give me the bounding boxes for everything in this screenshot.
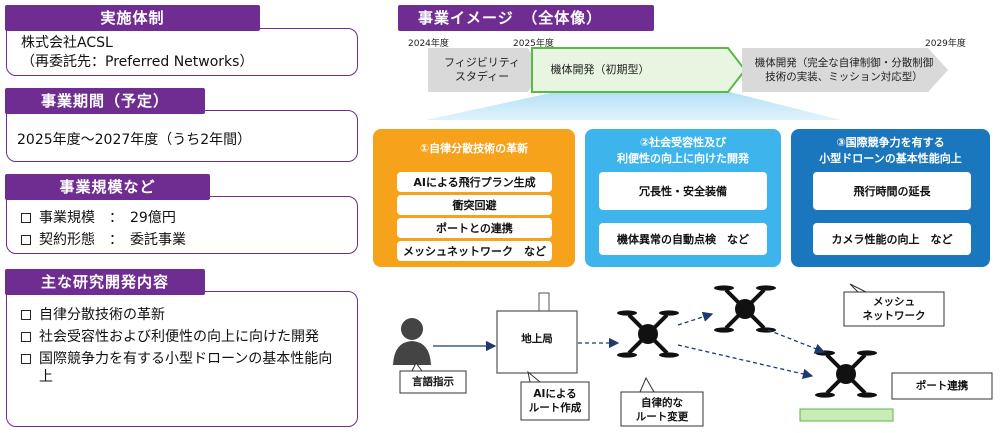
card-item: 飛行時間の延長 — [813, 172, 971, 210]
year-label-2029: 2029年度 — [925, 39, 966, 49]
phase-feasibility-label: フィジビリティ スタディー — [443, 56, 521, 83]
callout-reroute — [620, 376, 704, 427]
phase-initial-label: 機体開発（初期型） — [550, 63, 650, 76]
checkbox-square-icon — [21, 332, 31, 342]
research-title: 主な研究開発内容 — [5, 269, 205, 295]
drone-icon — [813, 348, 879, 400]
checkbox-square-icon — [21, 310, 31, 320]
mesh-network-label: メッシュ ネットワーク — [862, 296, 926, 322]
card-competitive: ③国際競争力を有する 小型ドローンの基本性能向上 飛行時間の延長 カメラ性能の向… — [791, 129, 990, 267]
scale-item: 契約形態 ： 委託事業 — [21, 231, 357, 249]
image-title: 事業イメージ （全体像） — [398, 5, 654, 31]
card-item: AIによる飛行プラン生成 — [397, 172, 552, 192]
card-item: ポートとの連携 — [397, 218, 552, 238]
ground-station-icon — [496, 292, 578, 374]
voice-command-label: 言語指示 — [412, 376, 454, 388]
ai-route-label: AIによる ルート作成 — [528, 388, 582, 414]
highlight-beam — [426, 92, 841, 120]
implementation-company: 株式会社ACSL — [21, 35, 113, 51]
period-title: 事業期間（予定） — [5, 88, 205, 114]
phase-arrow-feasibility — [428, 48, 542, 92]
implementation-title: 実施体制 — [5, 5, 260, 31]
reroute-label: 自律的な ルート変更 — [635, 397, 689, 423]
card-item: 衝突回避 — [397, 195, 552, 215]
research-item: 自律分散技術の革新 — [21, 306, 349, 324]
year-label-2024: 2024年度 — [408, 39, 449, 49]
card-title: ②社会受容性及び 利便性の向上に向けた開発 — [617, 136, 749, 165]
port-platform — [799, 408, 894, 422]
card-autonomous: ①自律分散技術の革新 AIによる飛行プラン生成 衝突回避 ポートとの連携 メッシ… — [373, 129, 575, 267]
scale-box: 事業規模 ： 29億円 契約形態 ： 委託事業 — [6, 196, 358, 254]
person-icon — [393, 318, 431, 365]
checkbox-square-icon — [21, 354, 31, 364]
card-title: ①自律分散技術の革新 — [419, 142, 529, 155]
mesh-link — [677, 344, 814, 380]
card-social: ②社会受容性及び 利便性の向上に向けた開発 冗長性・安全装備 機体異常の自動点検… — [585, 129, 781, 267]
implementation-subcontractor: （再委託先：Preferred Networks） — [21, 54, 254, 70]
card-item: 機体異常の自動点検 など — [599, 223, 767, 255]
implementation-box: 株式会社ACSL （再委託先：Preferred Networks） — [6, 28, 358, 76]
research-box: 自律分散技術の革新 社会受容性および利便性の向上に向けた開発 国際競争力を有する… — [6, 291, 358, 427]
ground-station-label: 地上局 — [521, 333, 553, 345]
scale-item: 事業規模 ： 29億円 — [21, 209, 357, 227]
drone-icon — [615, 308, 681, 360]
phase-arrow-initial — [531, 47, 747, 93]
scale-title: 事業規模など — [5, 174, 210, 200]
year-label-2025: 2025年度 — [513, 39, 554, 49]
callout-voice — [399, 362, 467, 394]
mesh-link — [677, 311, 714, 326]
phase-full-label: 機体開発（完全な自律制御・分散制御技術の実装、ミッション対応型） — [754, 57, 934, 83]
port-link-label: ポート連携 — [915, 380, 969, 392]
checkbox-square-icon — [21, 213, 31, 223]
research-item: 国際競争力を有する小型ドローンの基本性能向上 — [21, 350, 349, 386]
period-text: 2025年度～2027年度（うち2年間） — [17, 132, 252, 148]
phase-arrow-full — [742, 48, 948, 92]
callout-ai-route — [520, 370, 590, 421]
card-item: カメラ性能の向上 など — [813, 223, 971, 255]
research-item: 社会受容性および利便性の向上に向けた開発 — [21, 328, 349, 346]
mesh-link — [767, 329, 826, 354]
callout-mesh — [843, 283, 945, 327]
card-title: ③国際競争力を有する 小型ドローンの基本性能向上 — [819, 136, 962, 165]
callout-port — [891, 372, 993, 400]
card-item: 冗長性・安全装備 — [599, 172, 767, 210]
drone-icon — [712, 283, 778, 335]
phase-arrows — [426, 47, 948, 120]
card-item: メッシュネットワーク など — [397, 241, 552, 261]
checkbox-square-icon — [21, 235, 31, 245]
